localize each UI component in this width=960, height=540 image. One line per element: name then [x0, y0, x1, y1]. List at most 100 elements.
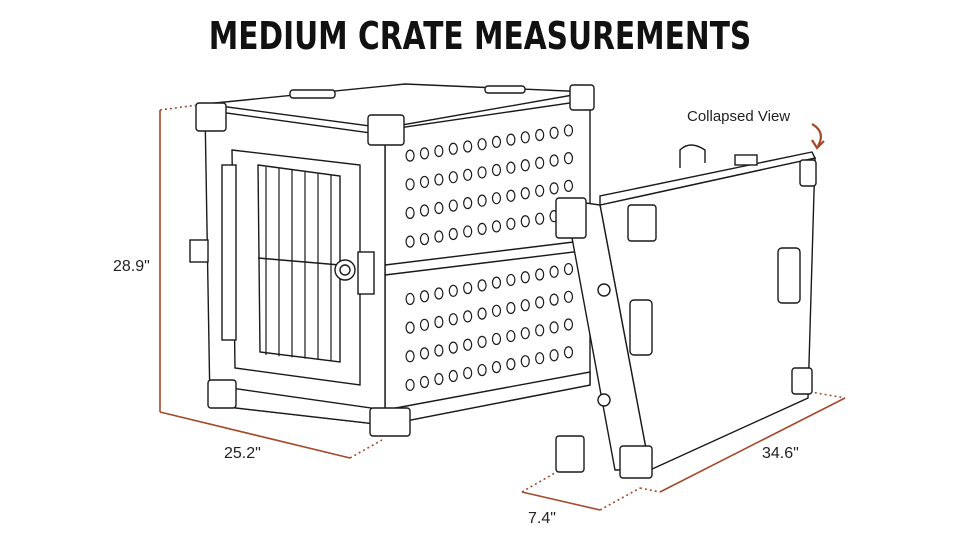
vent-hole — [506, 358, 516, 371]
vent-hole — [549, 321, 559, 334]
vent-hole — [563, 290, 574, 303]
vent-hole — [405, 235, 415, 248]
vent-hole — [405, 206, 415, 220]
vent-hole — [563, 318, 574, 331]
vent-hole — [491, 163, 502, 177]
vent-hole — [520, 131, 530, 144]
vent-hole — [535, 212, 545, 225]
vent-hole — [520, 271, 530, 284]
vent-hole — [419, 147, 430, 160]
vent-hole — [405, 178, 415, 191]
vent-hole — [419, 318, 430, 331]
vent-hole — [535, 156, 545, 170]
vent-hole — [448, 227, 458, 241]
vent-hole — [477, 222, 487, 235]
collapsed-crate — [555, 144, 817, 479]
vent-hole — [463, 366, 473, 380]
vent-hole — [448, 284, 458, 297]
vent-hole — [520, 355, 530, 368]
vent-hole — [463, 281, 473, 295]
vent-hole — [419, 175, 430, 189]
vent-hole — [549, 265, 559, 278]
vent-hole — [535, 128, 545, 142]
collapsed-length-label: 34.6" — [762, 445, 799, 462]
vent-hole — [434, 230, 444, 243]
vent-hole — [434, 315, 444, 329]
vent-hole — [463, 140, 473, 153]
vent-hole — [563, 124, 574, 137]
vent-hole — [520, 187, 530, 200]
vent-hole — [405, 378, 415, 392]
vent-hole — [434, 144, 444, 158]
vent-hole — [463, 197, 473, 210]
vent-hole — [563, 152, 574, 165]
vent-hole — [463, 168, 473, 181]
vent-hole — [419, 375, 430, 389]
open-crate — [189, 83, 595, 437]
vent-hole — [463, 310, 473, 323]
vent-hole — [434, 344, 444, 357]
length-dimension-line — [659, 397, 846, 493]
vent-hole — [405, 149, 415, 162]
vent-hole — [535, 296, 545, 309]
vent-hole — [419, 204, 430, 217]
vent-hole — [434, 287, 444, 300]
vent-hole — [419, 290, 430, 303]
vent-hole — [434, 173, 444, 186]
vent-hole — [506, 329, 516, 343]
vent-hole — [506, 189, 516, 202]
vent-hole — [477, 335, 487, 348]
vent-hole — [506, 161, 516, 174]
vent-hole — [563, 262, 574, 276]
height-label: 28.9" — [113, 258, 150, 275]
vent-hole — [477, 363, 487, 377]
vent-hole — [448, 341, 458, 354]
vent-hole — [477, 307, 487, 320]
vent-hole — [477, 166, 487, 179]
vent-hole — [448, 199, 458, 212]
vent-hole — [563, 346, 574, 359]
vent-hole — [506, 133, 516, 146]
vent-hole — [477, 279, 487, 292]
vent-hole — [419, 347, 430, 360]
vent-hole — [535, 268, 545, 281]
vent-hole — [520, 159, 530, 172]
vent-hole — [405, 350, 415, 363]
collapsed-depth-label: 7.4" — [528, 510, 556, 527]
vent-hole — [448, 369, 458, 383]
dimension-lines — [159, 103, 846, 511]
vent-hole — [491, 220, 502, 233]
vent-hole — [491, 361, 502, 374]
vent-hole — [463, 338, 473, 351]
vent-hole — [448, 313, 458, 326]
vent-hole — [549, 126, 559, 139]
vent-hole — [434, 201, 444, 215]
vent-hole — [463, 225, 473, 238]
vent-hole — [506, 301, 516, 315]
vent-hole — [491, 135, 502, 148]
vent-hole — [549, 154, 559, 167]
vent-hole — [520, 299, 530, 312]
vent-hole — [549, 293, 559, 306]
curved-arrow-icon — [811, 123, 823, 147]
vent-hole — [491, 304, 502, 317]
vent-hole — [448, 171, 458, 184]
collapsed-view-label: Collapsed View — [687, 108, 791, 125]
vent-hole — [520, 327, 530, 340]
vent-hole — [491, 332, 502, 346]
vent-hole — [520, 215, 530, 228]
page-title: MEDIUM CRATE MEASUREMENTS — [208, 14, 752, 58]
vent-hole — [419, 232, 430, 246]
vent-hole — [405, 292, 415, 306]
vent-hole — [549, 349, 559, 362]
width-label: 25.2" — [224, 445, 261, 462]
vent-hole — [477, 138, 487, 151]
vent-hole — [491, 276, 502, 289]
vent-hole — [506, 217, 516, 230]
width-dimension-line — [159, 411, 351, 459]
vent-hole — [506, 273, 516, 287]
vent-hole — [535, 324, 545, 337]
vent-hole — [477, 194, 487, 207]
vent-hole — [563, 179, 574, 192]
